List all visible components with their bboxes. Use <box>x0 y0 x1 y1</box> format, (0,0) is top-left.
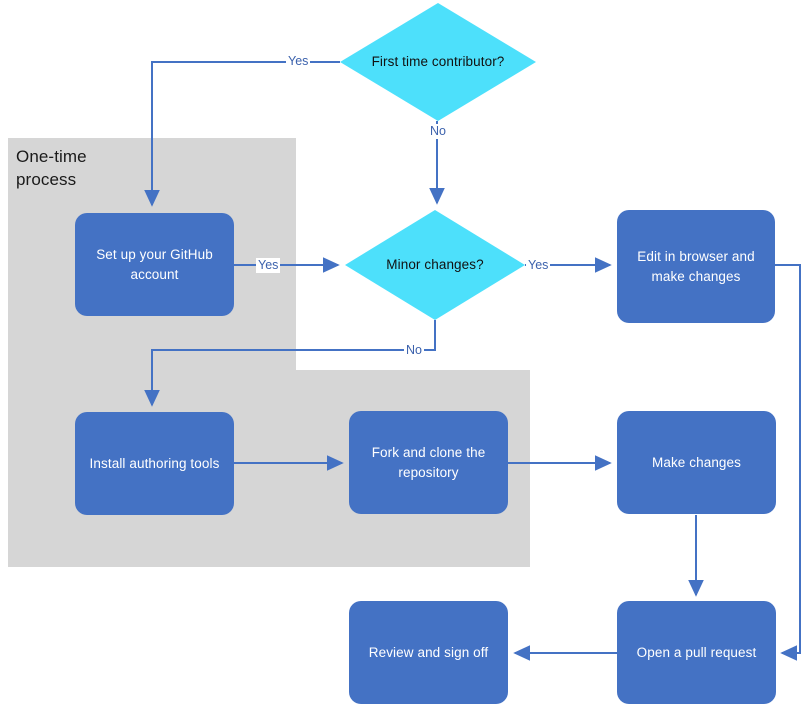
node-label-review-and-sign-off: Review and sign off <box>368 644 489 660</box>
edge-label-minor-yes: Yes <box>526 258 551 273</box>
node-make-changes[interactable]: Make changes <box>617 411 776 514</box>
node-open-pull-request[interactable]: Open a pull request <box>617 601 776 704</box>
node-install-authoring-tools[interactable]: Install authoring tools <box>75 412 234 515</box>
node-edit-in-browser[interactable]: Edit in browser and make changes <box>617 210 775 323</box>
edge-label-minor-no: No <box>404 343 424 358</box>
decision-first-time-contributor[interactable]: First time contributor? <box>340 3 536 121</box>
edge-label-first-time-no: No <box>428 124 448 139</box>
node-fork-and-clone[interactable]: Fork and clone the repository <box>349 411 508 514</box>
node-label-edit-in-browser: Edit in browser and make changes <box>637 248 755 284</box>
node-label-install-authoring-tools: Install authoring tools <box>89 455 220 471</box>
edge-label-first-time-yes: Yes <box>286 54 311 69</box>
decision-label-minor-changes: Minor changes? <box>386 257 484 273</box>
decision-minor-changes[interactable]: Minor changes? <box>345 210 525 320</box>
node-label-make-changes: Make changes <box>651 454 741 470</box>
edge-label-setup-yes: Yes <box>256 258 281 273</box>
node-review-and-sign-off[interactable]: Review and sign off <box>349 601 508 704</box>
decision-label-first-time-contributor: First time contributor? <box>371 54 505 70</box>
node-setup-github-account[interactable]: Set up your GitHub account <box>75 213 234 316</box>
node-label-setup-github-account: Set up your GitHub account <box>96 246 213 282</box>
group-label-one-time-process: One-time process <box>16 147 87 189</box>
node-label-fork-and-clone: Fork and clone the repository <box>371 444 486 480</box>
node-label-open-pull-request: Open a pull request <box>636 644 757 660</box>
